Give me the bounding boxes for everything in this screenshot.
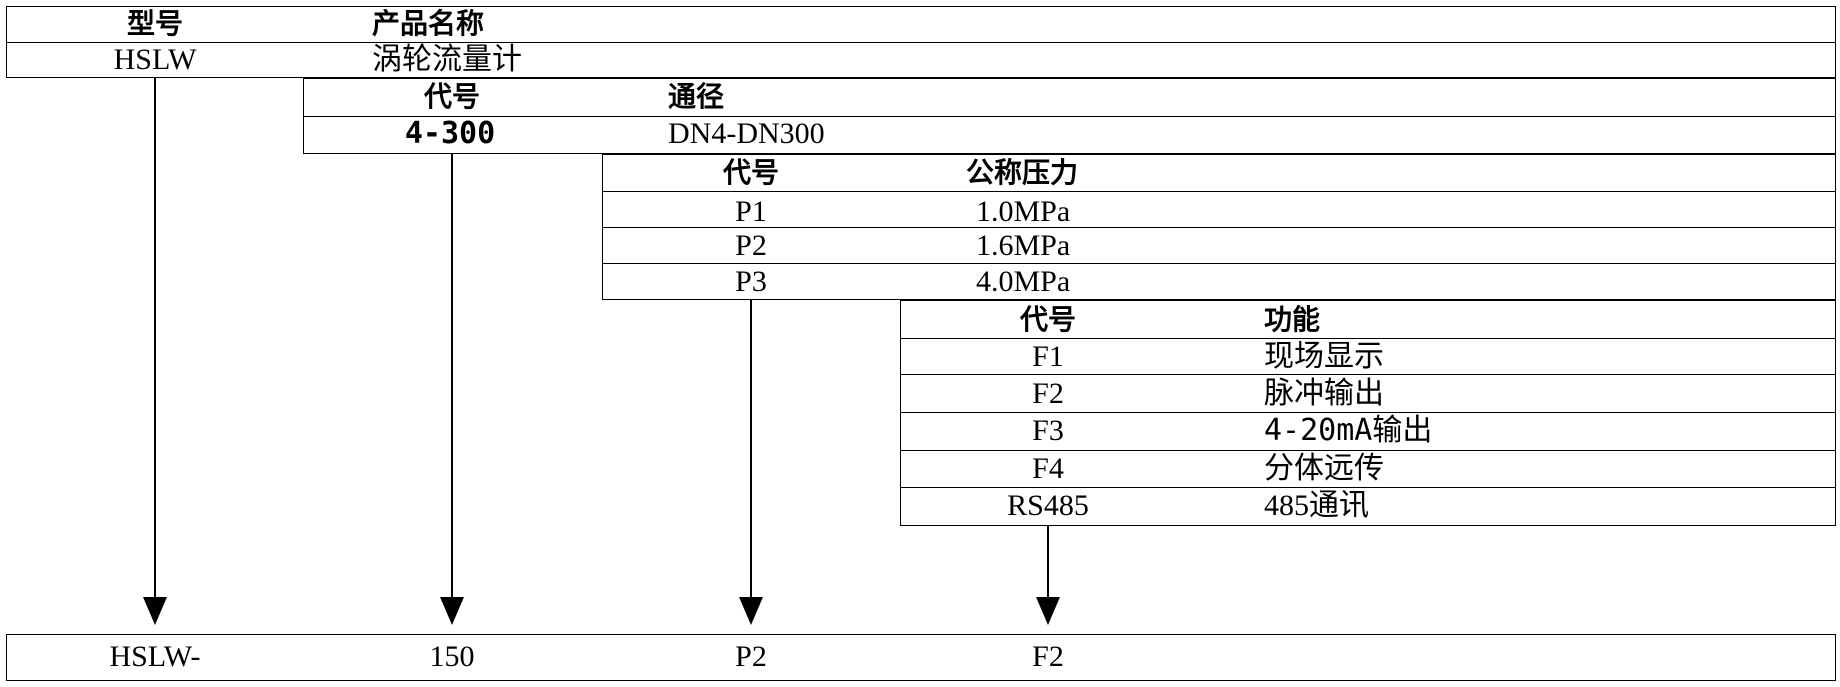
arrow-pressure (739, 300, 763, 625)
model-code: HSLW (113, 43, 197, 76)
example-diameter: 150 (429, 640, 475, 673)
pressure-table-divider-2 (602, 227, 1836, 228)
function-table-divider-5 (900, 487, 1836, 488)
example-model: HSLW- (109, 640, 201, 673)
function-header-value: 功能 (1264, 303, 1321, 336)
pressure-code-p3: P3 (735, 265, 767, 298)
function-code-f2: F2 (1032, 377, 1064, 410)
function-table (900, 300, 1836, 526)
function-table-divider-1 (900, 338, 1836, 339)
pressure-table-divider-3 (602, 263, 1836, 264)
pressure-value-p3: 4.0MPa (976, 265, 1071, 298)
pressure-value-p1: 1.0MPa (976, 195, 1071, 228)
function-value-f4: 分体远传 (1264, 452, 1384, 485)
model-header-code: 型号 (126, 7, 184, 40)
diameter-code: 4-300 (404, 116, 496, 151)
arrow-model (143, 78, 167, 625)
function-code-rs485: RS485 (1007, 489, 1089, 522)
arrow-function (1036, 526, 1060, 625)
arrow-diameter (440, 154, 464, 625)
example-row (6, 634, 1836, 681)
function-code-f1: F1 (1032, 340, 1064, 373)
example-pressure: P2 (735, 640, 767, 673)
diameter-table-divider (303, 116, 1836, 117)
function-header-code: 代号 (1019, 303, 1077, 336)
diameter-header-value: 通径 (668, 80, 725, 113)
pressure-header-code: 代号 (722, 156, 780, 189)
pressure-value-p2: 1.6MPa (976, 229, 1071, 262)
function-table-divider-2 (900, 374, 1836, 375)
function-value-f1: 现场显示 (1264, 340, 1384, 373)
function-code-f3: F3 (1032, 414, 1064, 447)
example-function: F2 (1032, 640, 1064, 673)
pressure-table-divider-1 (602, 191, 1836, 192)
pressure-header-value: 公称压力 (966, 156, 1079, 189)
function-value-f3: 4-20mA输出 (1264, 413, 1433, 448)
function-table-divider-3 (900, 412, 1836, 413)
pressure-code-p1: P1 (735, 195, 767, 228)
diameter-header-code: 代号 (423, 80, 481, 113)
model-header-name: 产品名称 (372, 7, 485, 40)
model-name: 涡轮流量计 (372, 43, 522, 76)
function-value-rs485: 485通讯 (1264, 489, 1369, 522)
function-code-f4: F4 (1032, 452, 1064, 485)
function-table-divider-4 (900, 450, 1836, 451)
diameter-value: DN4-DN300 (668, 117, 825, 150)
model-table-divider (6, 42, 1836, 43)
pressure-code-p2: P2 (735, 229, 767, 262)
function-value-f2: 脉冲输出 (1264, 377, 1384, 410)
